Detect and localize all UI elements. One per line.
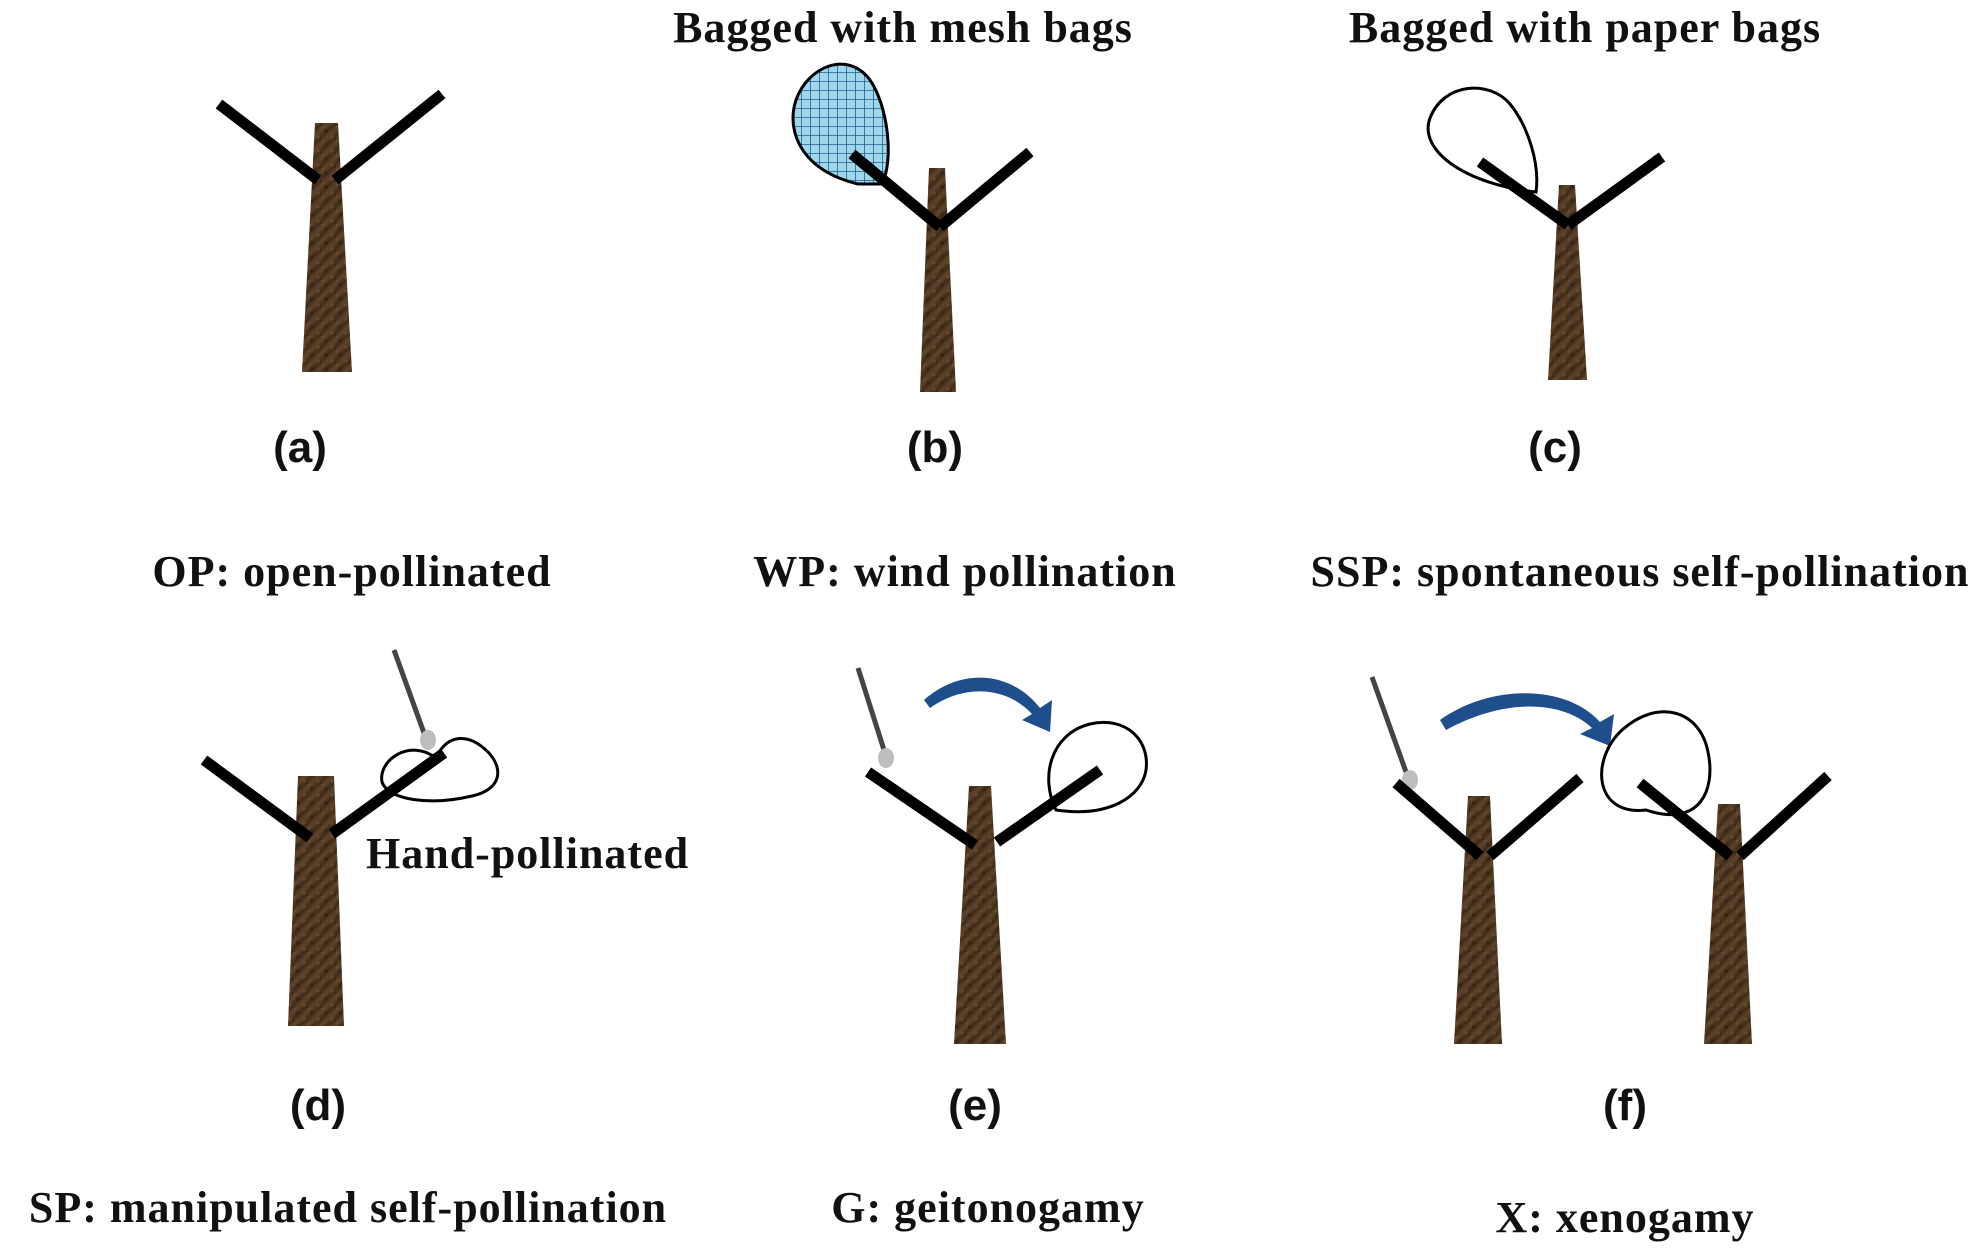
panel-c: Bagged with paper bags (c) SSP: spontane… [1311,3,1970,596]
tree-trunk-right [1704,804,1752,1044]
panel-letter-a: (a) [273,423,327,472]
tree-branch-left [848,149,944,232]
paper-bag [1047,721,1148,814]
panel-caption-f: X: xenogamy [1495,1193,1754,1242]
paper-bag [380,737,500,803]
tree-trunk [954,786,1006,1044]
tree-branch-right [1564,152,1666,230]
pollination-brush [391,649,427,734]
panel-caption-a: OP: open-pollinated [152,547,551,596]
tree-branch-left [1636,778,1734,861]
tree-branch-left [215,99,322,185]
tree-branch-right [328,748,448,839]
tree-branch-left [1476,157,1572,230]
tree-branch-right [1736,771,1832,861]
tree-trunk [1548,185,1587,380]
transfer-arrow [1440,693,1614,746]
transfer-arrow [924,677,1052,732]
pollination-brush [855,667,887,751]
tree-branch-left [1392,778,1484,861]
panel-caption-b: WP: wind pollination [753,547,1176,596]
tree-branch-right [331,89,446,185]
panel-letter-c: (c) [1528,423,1582,472]
brush-tip [878,748,894,768]
panel-caption-e: G: geitonogamy [831,1183,1144,1232]
panel-letter-f: (f) [1603,1081,1647,1130]
mesh-bag-label: Bagged with mesh bags [673,3,1133,52]
tree-branch-right [936,147,1034,232]
panel-f: (f) X: xenogamy [1369,676,1832,1242]
tree-trunk-left [1454,796,1502,1044]
tree-branch-right [1486,773,1584,861]
tree-branch-left [200,755,314,843]
panel-b: Bagged with mesh bags (b) WP: wind polli… [673,3,1176,596]
tree-branch-right [993,765,1104,847]
panel-letter-d: (d) [290,1081,346,1130]
brush-tip [420,730,436,750]
tree-trunk [920,168,956,392]
panel-caption-c: SSP: spontaneous self-pollination [1311,547,1970,596]
paper-bag [1600,710,1712,817]
panel-letter-b: (b) [907,423,963,472]
tree-trunk [302,123,352,372]
panel-letter-e: (e) [948,1081,1002,1130]
paper-bag [1426,86,1539,194]
panel-d: Hand-pollinated (d) SP: manipulated self… [29,649,689,1232]
pollination-brush [1369,676,1409,773]
tree-trunk [288,776,344,1026]
tree-branch-left [864,767,979,850]
mesh-bag [791,62,890,186]
panel-caption-d: SP: manipulated self-pollination [29,1183,667,1232]
panel-a: (a) OP: open-pollinated [152,89,551,596]
paper-bag-label: Bagged with paper bags [1349,3,1821,52]
hand-pollinated-label: Hand-pollinated [366,829,689,878]
panel-e: (e) G: geitonogamy [831,667,1148,1232]
